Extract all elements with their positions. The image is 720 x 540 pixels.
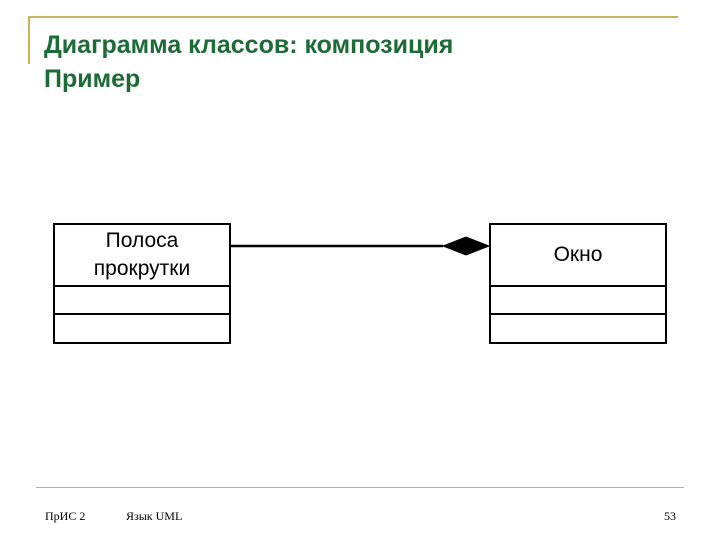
slide-title-line-2: Пример bbox=[44, 65, 141, 93]
class-scrollbar-attributes bbox=[55, 287, 229, 315]
top-rule bbox=[28, 16, 678, 18]
footer-rule bbox=[36, 487, 684, 488]
class-window-attributes bbox=[491, 287, 665, 315]
left-rule bbox=[28, 16, 30, 64]
footer-course: ПрИС 2 bbox=[45, 509, 86, 523]
page-number: 53 bbox=[664, 509, 676, 523]
footer-topic: Язык UML bbox=[126, 509, 183, 523]
slide-title: Диаграмма классов: композиция Пример bbox=[44, 28, 453, 96]
class-window: Окно bbox=[489, 223, 667, 344]
class-scrollbar-name-line-1: Полоса bbox=[105, 229, 179, 252]
class-window-name-text: Окно bbox=[553, 243, 603, 266]
class-window-name: Окно bbox=[491, 225, 665, 287]
class-scrollbar-name-line-2: прокрутки bbox=[93, 257, 191, 280]
composition-diamond bbox=[441, 236, 491, 256]
class-scrollbar: Полоса прокрутки bbox=[53, 223, 231, 344]
slide-title-line-1: Диаграмма классов: композиция bbox=[44, 31, 454, 59]
class-scrollbar-name: Полоса прокрутки bbox=[55, 225, 229, 287]
